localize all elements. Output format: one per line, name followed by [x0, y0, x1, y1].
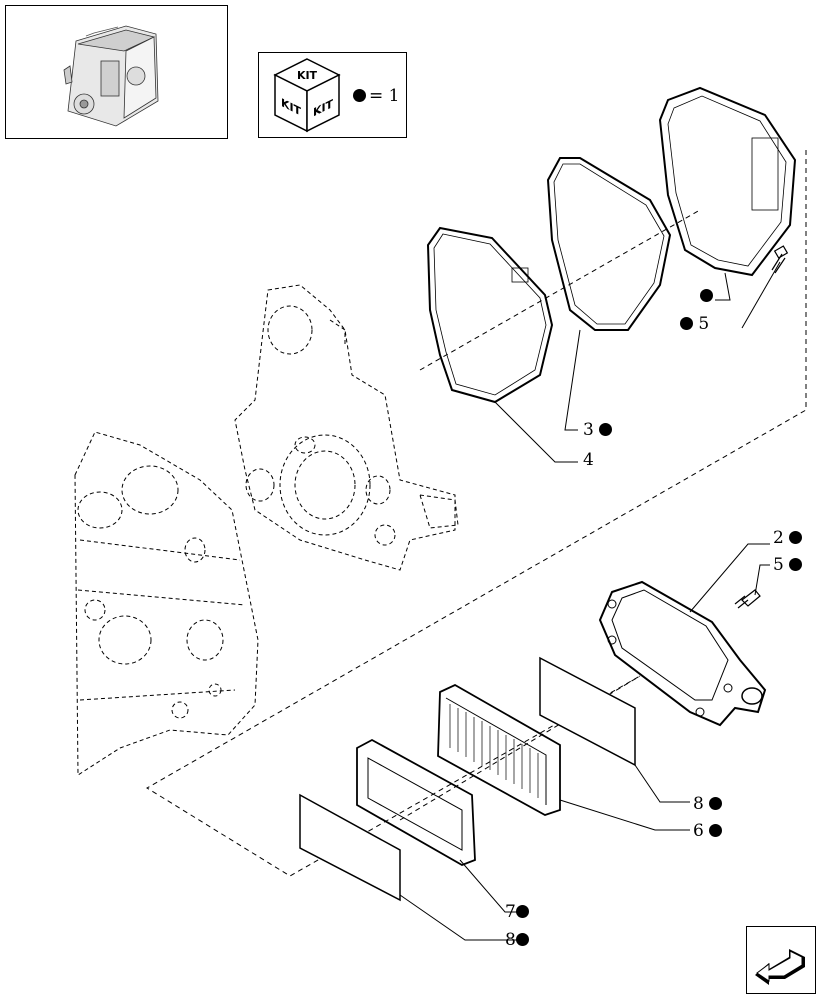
- gasket-part-8-upper: [539, 656, 636, 767]
- frame-seal-part-7: [356, 738, 476, 866]
- callout-7: 7: [505, 903, 529, 921]
- engine-thumbnail: [5, 5, 228, 139]
- cover-plate: [658, 86, 797, 277]
- engine-thumbnail-icon: [63, 25, 159, 127]
- callout-number: 7: [505, 902, 516, 922]
- callout-6: 6: [693, 821, 723, 841]
- callout-2: 2: [773, 528, 803, 548]
- screw-part-5-lower: [734, 589, 761, 609]
- axis-line-upper: [419, 209, 701, 371]
- kit-dot-icon: [789, 531, 803, 544]
- gasket-part-4: [426, 226, 554, 404]
- engine-block-outline: [74, 431, 259, 776]
- back-arrow-icon: [755, 949, 805, 985]
- callout-number: 2: [773, 528, 784, 548]
- gasket-part-8-lower: [299, 793, 401, 902]
- callout-number: 3: [583, 420, 594, 440]
- kit-dot-icon: [680, 317, 693, 330]
- callout-5-lower: 5: [773, 555, 803, 575]
- kit-dot-icon: [709, 824, 723, 837]
- callout-number: 8: [693, 794, 704, 814]
- kit-equals-text: = 1: [369, 86, 400, 106]
- callout-8-lower: 8: [505, 931, 529, 949]
- callout-5-upper: 5: [680, 315, 709, 333]
- callout-dot-cover: [700, 289, 713, 302]
- kit-dot-icon: [789, 558, 803, 571]
- timing-cover-outline: [234, 284, 459, 571]
- kit-dot-icon: [515, 905, 529, 918]
- leader-lines: [399, 261, 781, 941]
- previous-page-button[interactable]: [746, 926, 816, 994]
- kit-dot-icon: [709, 797, 723, 810]
- kit-dot-icon: [353, 89, 366, 102]
- kit-cube-icon: KIT KIT KIT: [273, 58, 341, 133]
- callout-number: 8: [505, 930, 516, 950]
- callout-number: 4: [583, 450, 594, 470]
- gasket-part-3: [546, 157, 672, 331]
- assembly-frame-dashed: [146, 150, 807, 877]
- kit-top-label: KIT: [297, 69, 318, 82]
- callout-number: 6: [693, 821, 704, 841]
- housing-part-2: [598, 580, 767, 727]
- kit-equation: = 1: [353, 86, 399, 106]
- callout-3: 3: [583, 420, 613, 440]
- kit-dot-icon: [515, 933, 529, 946]
- callout-4: 4: [583, 451, 594, 469]
- kit-dot-icon: [599, 423, 613, 436]
- callout-number: 5: [698, 314, 710, 334]
- filter-element-part-6: [437, 683, 561, 816]
- axis-line-lower: [399, 675, 641, 821]
- kit-legend: KIT KIT KIT = 1: [258, 52, 407, 138]
- callout-8-upper: 8: [693, 794, 723, 814]
- callout-number: 5: [773, 555, 784, 575]
- screw-part-5-upper: [771, 245, 789, 274]
